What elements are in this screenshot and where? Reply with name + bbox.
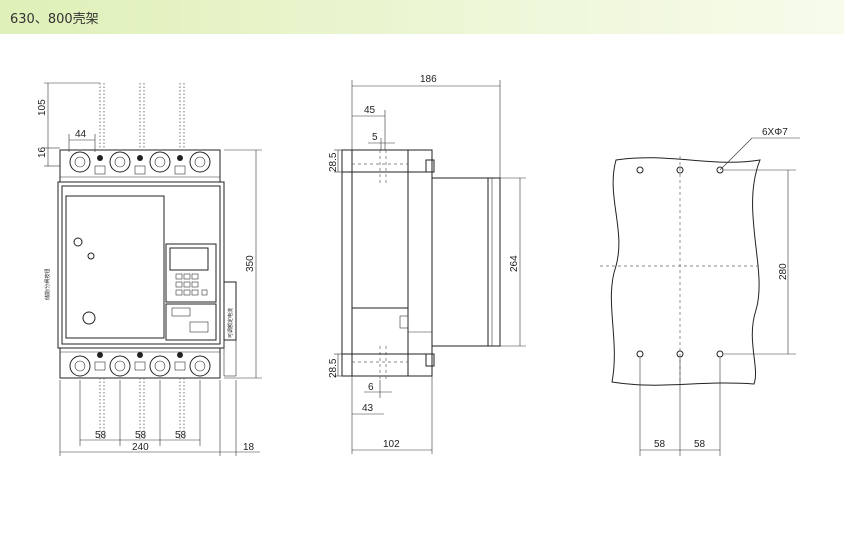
- side-label-left: 储能/分闸按钮: [44, 269, 51, 300]
- top-terminals: [69, 151, 211, 175]
- dim-58-c: 58: [175, 430, 187, 441]
- dim-45: 45: [364, 105, 376, 116]
- keypad: [175, 273, 208, 296]
- dim-58-mount-b: 58: [694, 439, 706, 450]
- dim-58-mount-a: 58: [654, 439, 666, 450]
- dim-105: 105: [37, 99, 48, 116]
- mount-view: 6XΦ7 280 58 58: [600, 127, 800, 456]
- dim-102: 102: [383, 439, 400, 450]
- dim-16: 16: [37, 146, 48, 158]
- dim-58-b: 58: [135, 430, 147, 441]
- dim-28-5-top: 28.5: [328, 152, 339, 172]
- dim-5: 5: [372, 132, 378, 143]
- dim-240: 240: [132, 442, 149, 453]
- header-bar: [0, 0, 844, 34]
- dim-186: 186: [420, 74, 437, 85]
- dim-43: 43: [362, 403, 374, 414]
- dim-44: 44: [75, 129, 87, 140]
- mounting-holes: [636, 166, 724, 358]
- dim-6: 6: [368, 382, 374, 393]
- front-view: 105 16 44: [37, 82, 262, 456]
- bottom-terminals: [69, 352, 211, 377]
- dim-holes: 6XΦ7: [762, 127, 788, 138]
- dim-18: 18: [243, 442, 255, 453]
- side-label-right: 可调额定电流: [227, 308, 234, 338]
- dim-350: 350: [245, 255, 256, 272]
- dim-280: 280: [778, 263, 789, 280]
- dim-58-a: 58: [95, 430, 107, 441]
- dim-28-5-bottom: 28.5: [328, 358, 339, 378]
- page-title: 630、800壳架: [10, 12, 99, 27]
- dim-264: 264: [509, 255, 520, 272]
- side-view: 186 45 5 28.5: [328, 74, 526, 454]
